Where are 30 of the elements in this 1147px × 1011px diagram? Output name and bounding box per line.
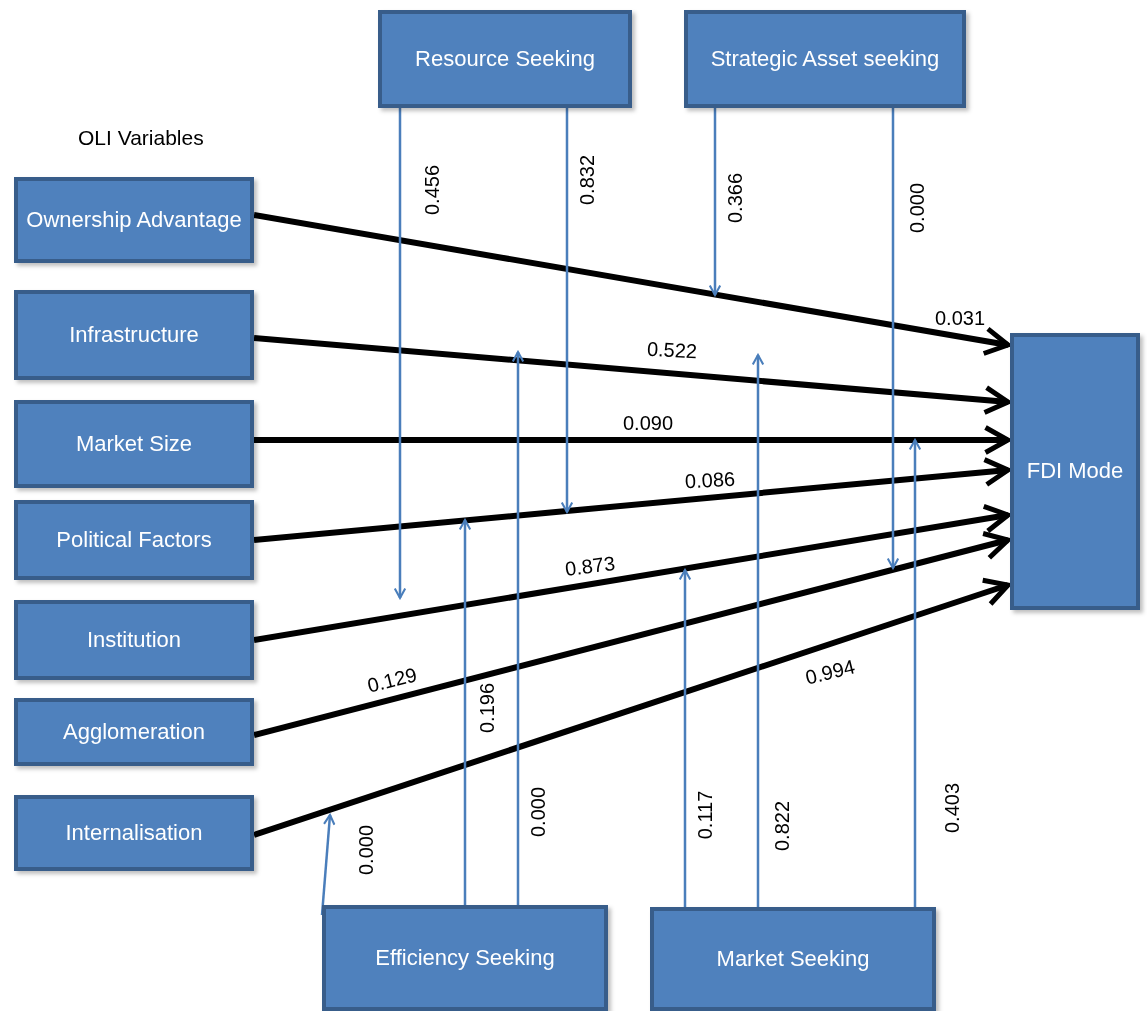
moderator-arrow <box>560 108 574 514</box>
arrow <box>253 503 1011 643</box>
moderator-arrow <box>393 108 407 600</box>
variable-box: Strategic Asset seeking <box>684 10 966 108</box>
variable-box: Ownership Advantage <box>14 177 254 263</box>
arrow <box>253 457 1011 543</box>
arrow <box>253 577 1011 838</box>
variable-box: Market Seeking <box>650 907 936 1011</box>
arrow <box>253 335 1011 416</box>
variable-box: Political Factors <box>14 500 254 580</box>
arrow <box>253 531 1011 738</box>
arrow <box>254 425 1011 455</box>
variable-box: Agglomeration <box>14 698 254 766</box>
variable-box: Market Size <box>14 400 254 488</box>
moderator-arrow <box>678 568 692 907</box>
moderator-arrow <box>708 108 722 297</box>
variable-box: Efficiency Seeking <box>322 905 608 1011</box>
variable-box: Resource Seeking <box>378 10 632 108</box>
variable-box: Internalisation <box>14 795 254 871</box>
moderator-arrow <box>458 518 472 905</box>
moderator-arrow <box>320 813 336 916</box>
moderator-arrow <box>511 350 525 905</box>
moderator-arrow <box>886 108 900 570</box>
variable-box: Infrastructure <box>14 290 254 380</box>
arrow <box>253 212 1011 356</box>
moderator-arrow <box>908 438 922 907</box>
variable-box: Institution <box>14 600 254 680</box>
variable-box: FDI Mode <box>1010 333 1140 610</box>
moderator-arrow <box>751 353 765 907</box>
section-heading: OLI Variables <box>78 126 204 150</box>
